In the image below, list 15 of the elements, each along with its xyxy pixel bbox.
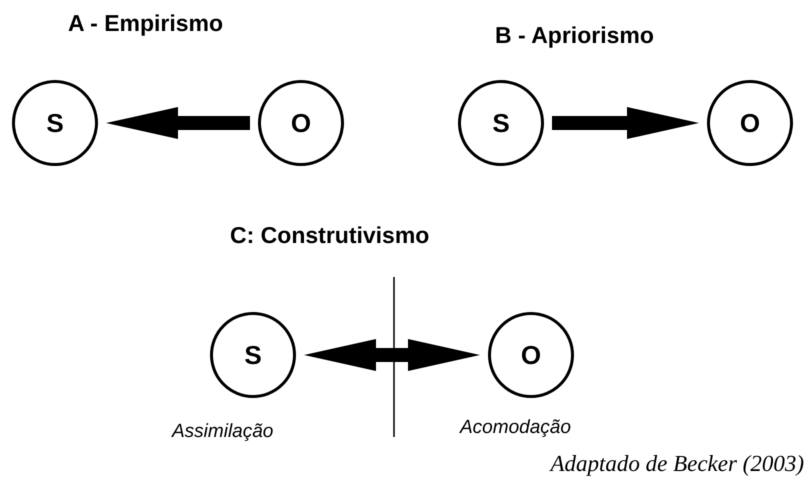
node-letter: S xyxy=(244,342,262,368)
node-letter: S xyxy=(492,110,510,136)
node-caption: Assimilação xyxy=(172,422,274,441)
node-letter: O xyxy=(740,110,760,136)
node-caption: Acomodação xyxy=(460,418,571,437)
node-letter: S xyxy=(46,110,64,136)
section-heading: C: Construtivismo xyxy=(230,224,430,247)
arrow xyxy=(106,107,250,139)
section-heading: B - Apriorismo xyxy=(495,24,654,47)
node-letter: O xyxy=(520,342,542,368)
arrow xyxy=(304,339,480,371)
node-letter: O xyxy=(290,110,312,136)
caption: Adaptado de Becker (2003) xyxy=(550,452,804,475)
arrow xyxy=(552,107,699,139)
section-heading: A - Empirismo xyxy=(68,12,224,35)
